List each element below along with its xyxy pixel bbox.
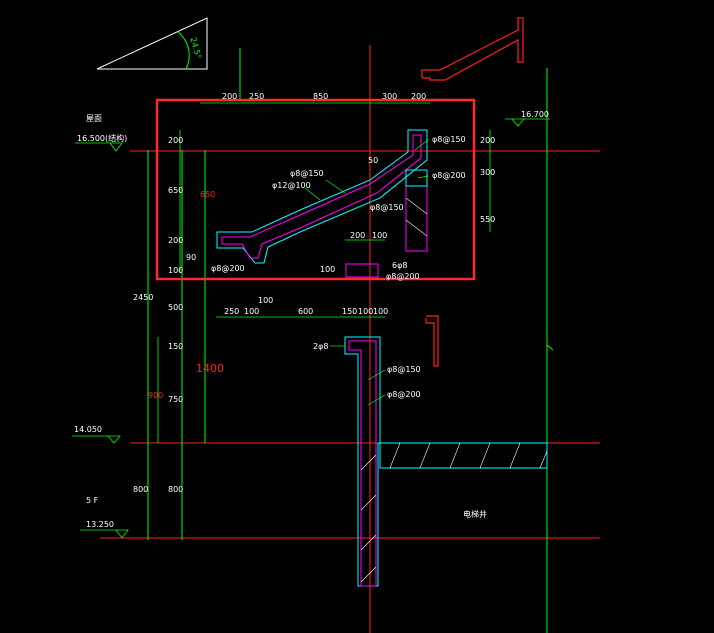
elevation-markers (72, 118, 550, 539)
wall-section (344, 336, 554, 587)
rebar-label-4: φ8@150 (432, 135, 466, 144)
elevator-shaft-label: 电梯井 (463, 509, 487, 519)
left-upper-dim-1: 200 (168, 136, 183, 145)
row-dim-4: 600 (298, 307, 313, 316)
top-dim-4: 300 (382, 92, 397, 101)
left-upper-dim-5: 100 (168, 266, 183, 275)
right-dim-2: 300 (480, 168, 495, 177)
rebar-label-11: φ8@200 (387, 390, 421, 399)
rebar-label-1: φ8@150 (290, 169, 324, 178)
top-dim-3: 850 (313, 92, 328, 101)
left-upper-dim-2: 650 (168, 186, 183, 195)
dim-900: 900 (148, 391, 163, 400)
row-dim-7: 100 (373, 307, 388, 316)
grid-lines (100, 45, 600, 633)
row-dim-1: 250 (224, 307, 239, 316)
rebar-label-3: φ8@150 (370, 203, 404, 212)
rebar-label-10: φ8@150 (387, 365, 421, 374)
row-dim-5: 150 (342, 307, 357, 316)
rebar-label-5: φ8@200 (432, 171, 466, 180)
left-upper-dim-3: 200 (168, 236, 183, 245)
rebar-label-9: 2φ8 (313, 342, 328, 351)
top-dim-1: 200 (222, 92, 237, 101)
dimension-lines (157, 102, 491, 443)
rebar-label-8: φ8@200 (386, 272, 420, 281)
mid-dim-500: 500 (168, 303, 183, 312)
row-dim-6: 100 (358, 307, 373, 316)
angle-number: 50 (368, 156, 378, 165)
top-dim-5: 200 (411, 92, 426, 101)
leader-lines (304, 139, 429, 406)
box-dim-100: 100 (320, 265, 335, 274)
mini-profile-top (421, 17, 524, 81)
angle-triangle: 24.5° (96, 17, 208, 70)
elevation-16700: 16.700 (521, 110, 549, 119)
canopy-section (216, 129, 428, 278)
outer-dim-2450: 2450 (133, 293, 153, 302)
rebar-label-6: φ8@200 (211, 264, 245, 273)
right-dim-3: 550 (480, 215, 495, 224)
roof-note: 屋面 (86, 114, 102, 123)
elevation-14050: 14.050 (74, 425, 102, 434)
elevation-13250: 13.250 (86, 520, 114, 529)
rebar-label-7: 6φ8 (392, 261, 407, 270)
mid-dim-800: 800 (168, 485, 183, 494)
green-guides (147, 48, 548, 633)
angle-label: 24.5° (189, 36, 203, 59)
highlight-frame (155, 98, 476, 281)
left-upper-dim-4: 90 (186, 253, 196, 262)
mid-dim-750: 750 (168, 395, 183, 404)
dim-1400: 1400 (196, 362, 224, 375)
small-dim-200: 200 (350, 231, 365, 240)
small-dim-100: 100 (372, 231, 387, 240)
mini-profile-mid (425, 315, 439, 367)
rebar-label-2: φ12@100 (272, 181, 311, 190)
right-dim-1: 200 (480, 136, 495, 145)
mid-dim-150: 150 (168, 342, 183, 351)
left-red-dim: 650 (200, 190, 215, 199)
row-dim-3: 100 (258, 296, 273, 305)
row-dim-2: 100 (244, 307, 259, 316)
top-dim-2: 250 (249, 92, 264, 101)
outer-dim-800: 800 (133, 485, 148, 494)
elevation-16500: 16.500(结构) (77, 133, 127, 143)
floor-5f: 5 F (86, 496, 99, 505)
